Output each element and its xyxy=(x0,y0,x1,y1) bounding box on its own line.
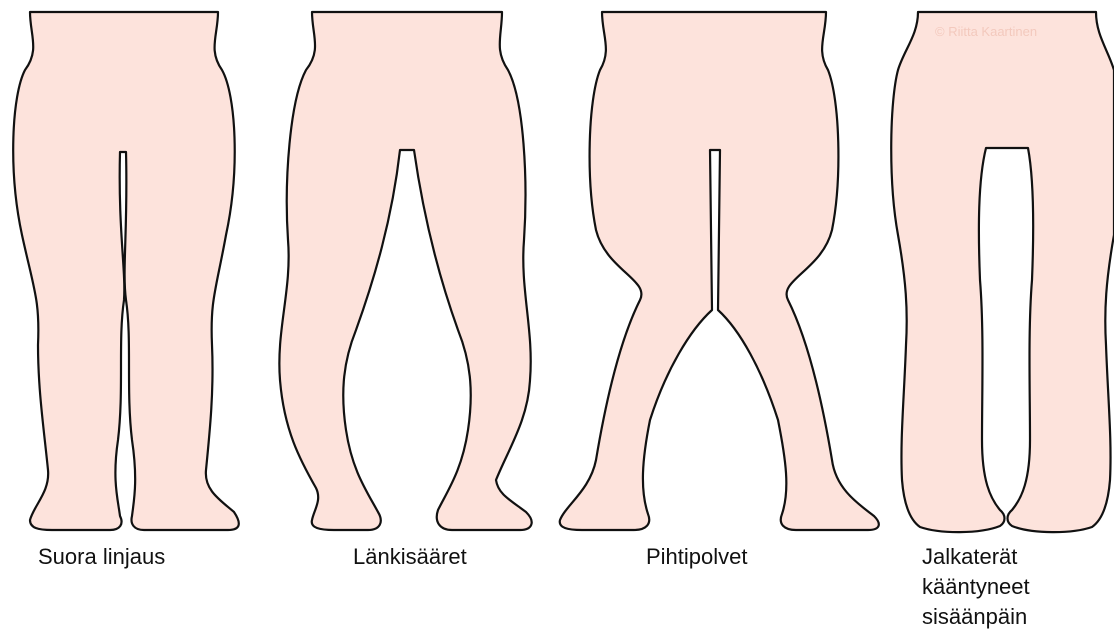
panel-bow-legs xyxy=(279,12,531,530)
legs-silhouette-feet-inward xyxy=(891,12,1114,532)
panel-feet-turned-inward xyxy=(891,12,1114,532)
legs-silhouette-straight xyxy=(13,12,239,530)
panel-straight-legs xyxy=(13,12,239,530)
caption-knock-knees: Pihtipolvet xyxy=(646,542,748,572)
caption-straight-legs: Suora linjaus xyxy=(38,542,165,572)
copyright-watermark: © Riitta Kaartinen xyxy=(935,24,1037,39)
caption-bow-legs: Länkisääret xyxy=(353,542,467,572)
caption-feet-turned-inward: Jalkaterät kääntyneet sisäänpäin xyxy=(922,542,1102,632)
panel-knock-knees xyxy=(560,12,879,530)
legs-silhouette-bow xyxy=(279,12,531,530)
legs-silhouette-knock xyxy=(560,12,879,530)
